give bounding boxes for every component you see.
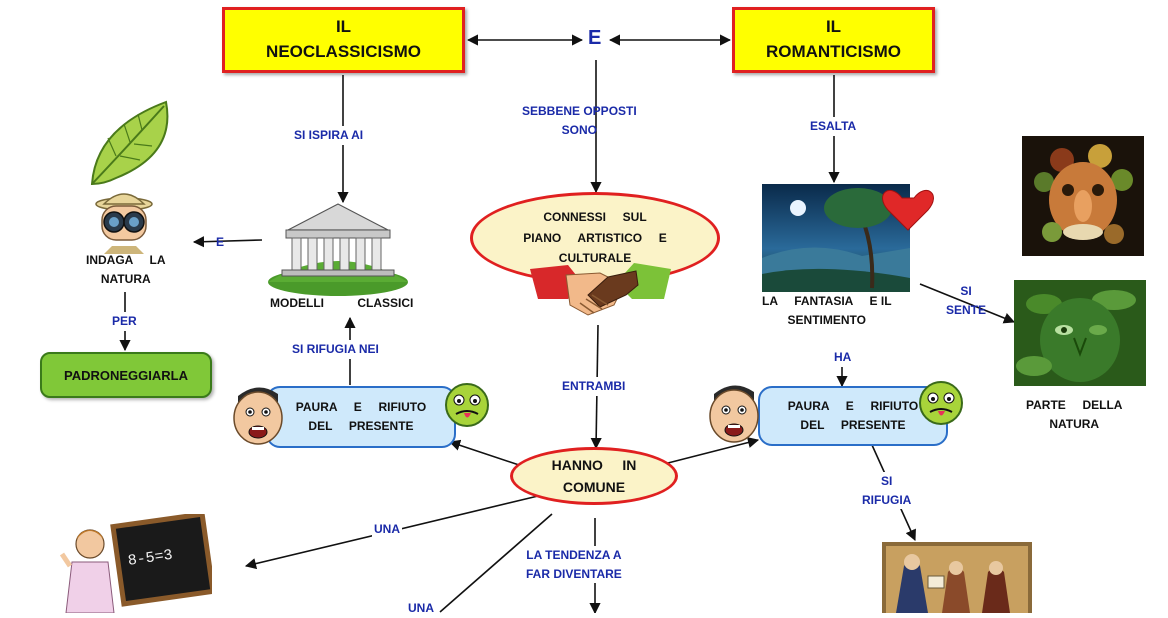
label-si-rifugia: SI RIFUGIA <box>862 472 912 510</box>
greek-temple-icon <box>268 203 408 296</box>
fantasia-sentimento-text: LA FANTASIA E IL SENTIMENTO <box>762 292 892 330</box>
leaf-icon <box>90 100 169 186</box>
label-e-small: E <box>216 235 225 249</box>
connessi-line3: CULTURALE <box>558 251 632 266</box>
modelli-classici-text: MODELLI CLASSICI <box>270 296 414 310</box>
label-entrambi: ENTRAMBI <box>560 377 628 396</box>
neoclassicismo-box: IL NEOCLASSICISMO <box>222 7 465 73</box>
monks-painting-image <box>882 542 1032 613</box>
explorer-binoculars-icon <box>95 193 153 254</box>
label-si-ispira-ai: SI ISPIRA AI <box>292 126 366 145</box>
label-si-rifugia-line1: SI <box>881 474 893 488</box>
hanno-in-comune-oval: HANNO IN COMUNE <box>510 447 678 505</box>
label-esalta: ESALTA <box>808 117 859 136</box>
handshake-icon <box>530 263 671 316</box>
center-e-label: E <box>588 27 602 49</box>
neoclassicismo-line2: NEOCLASSICISMO <box>266 42 421 61</box>
label-ha: HA <box>832 348 854 367</box>
hanno-line1: HANNO IN <box>551 456 637 473</box>
padroneggiarla-text: PADRONEGGIARLA <box>64 367 188 383</box>
paura-rifiuto-left-pill: PAURA E RIFIUTO DEL PRESENTE <box>266 386 456 448</box>
arrow-hanno-paura-right <box>663 437 760 465</box>
indaga-line1: INDAGA LA <box>86 253 166 267</box>
padroneggiarla-box: PADRONEGGIARLA <box>40 352 212 398</box>
arcimboldo-portrait-image <box>1022 136 1144 256</box>
romanticismo-line1: IL <box>825 17 842 37</box>
label-si-sente-line1: SI <box>960 284 972 298</box>
paura-left-line2: DEL PRESENTE <box>308 419 414 433</box>
connessi-line2: PIANO ARTISTICO E <box>523 230 667 245</box>
connessi-oval: CONNESSI SUL PIANO ARTISTICO E CULTURALE <box>470 192 720 284</box>
paura-right-line1: PAURA E RIFIUTO <box>787 398 919 413</box>
fantasy-landscape-image <box>762 184 934 292</box>
connessi-line1: CONNESSI SUL <box>543 210 647 225</box>
arrow-hanno-una-2 <box>439 513 553 613</box>
label-si-rifugia-line2: RIFUGIA <box>862 492 912 507</box>
sick-smiley-icon <box>919 381 963 425</box>
parte-line1: PARTE DELLA <box>1026 398 1123 412</box>
label-una-2: UNA <box>406 599 436 618</box>
label-si-sente: SI SENTE <box>946 282 986 319</box>
sick-smiley-icon <box>445 383 489 427</box>
paura-rifiuto-right-pill: PAURA E RIFIUTO DEL PRESENTE <box>758 386 948 446</box>
scared-man-face-icon <box>709 385 759 443</box>
label-sebbene-line2: SONO <box>561 122 598 137</box>
fantasia-line1: LA FANTASIA E IL <box>762 294 892 308</box>
hanno-line2: COMUNE <box>562 479 626 495</box>
indaga-line2: NATURA <box>100 272 151 287</box>
indaga-la-natura-text: INDAGA LA NATURA <box>86 251 166 289</box>
romanticismo-box: IL ROMANTICISMO <box>732 7 935 73</box>
paura-left-line1: PAURA E RIFIUTO <box>295 399 427 414</box>
romanticismo-line2: ROMANTICISMO <box>765 42 902 61</box>
arrow-hanno-paura-left <box>448 439 523 467</box>
paura-right-line2: DEL PRESENTE <box>800 418 906 432</box>
label-tendenza: LA TENDENZA A FAR DIVENTARE <box>526 546 622 584</box>
label-tendenza-line1: LA TENDENZA A <box>526 548 622 562</box>
parte-line2: NATURA <box>1049 417 1100 432</box>
parte-della-natura-text: PARTE DELLA NATURA <box>1026 396 1122 434</box>
neoclassicismo-line1: IL <box>335 17 352 37</box>
label-una-1: UNA <box>372 520 402 539</box>
teacher-chalkboard-image: 8-5=3 <box>59 514 212 613</box>
label-tendenza-line2: FAR DIVENTARE <box>526 566 622 581</box>
label-si-sente-line2: SENTE <box>946 302 987 317</box>
label-si-rifugia-nei: SI RIFUGIA NEI <box>290 340 381 359</box>
chalkboard-text: 8-5=3 <box>127 547 174 570</box>
label-per: PER <box>110 312 139 331</box>
scared-man-face-icon <box>233 387 283 445</box>
label-sebbene-line1: SEBBENE OPPOSTI <box>522 104 637 118</box>
label-sebbene-opposti: SEBBENE OPPOSTI SONO <box>522 102 637 139</box>
leaf-face-image <box>1014 280 1146 386</box>
arrow-modelli-indaga <box>192 236 263 248</box>
arrow-fantasia-parte <box>919 283 1016 324</box>
fantasia-line2: SENTIMENTO <box>787 313 866 328</box>
